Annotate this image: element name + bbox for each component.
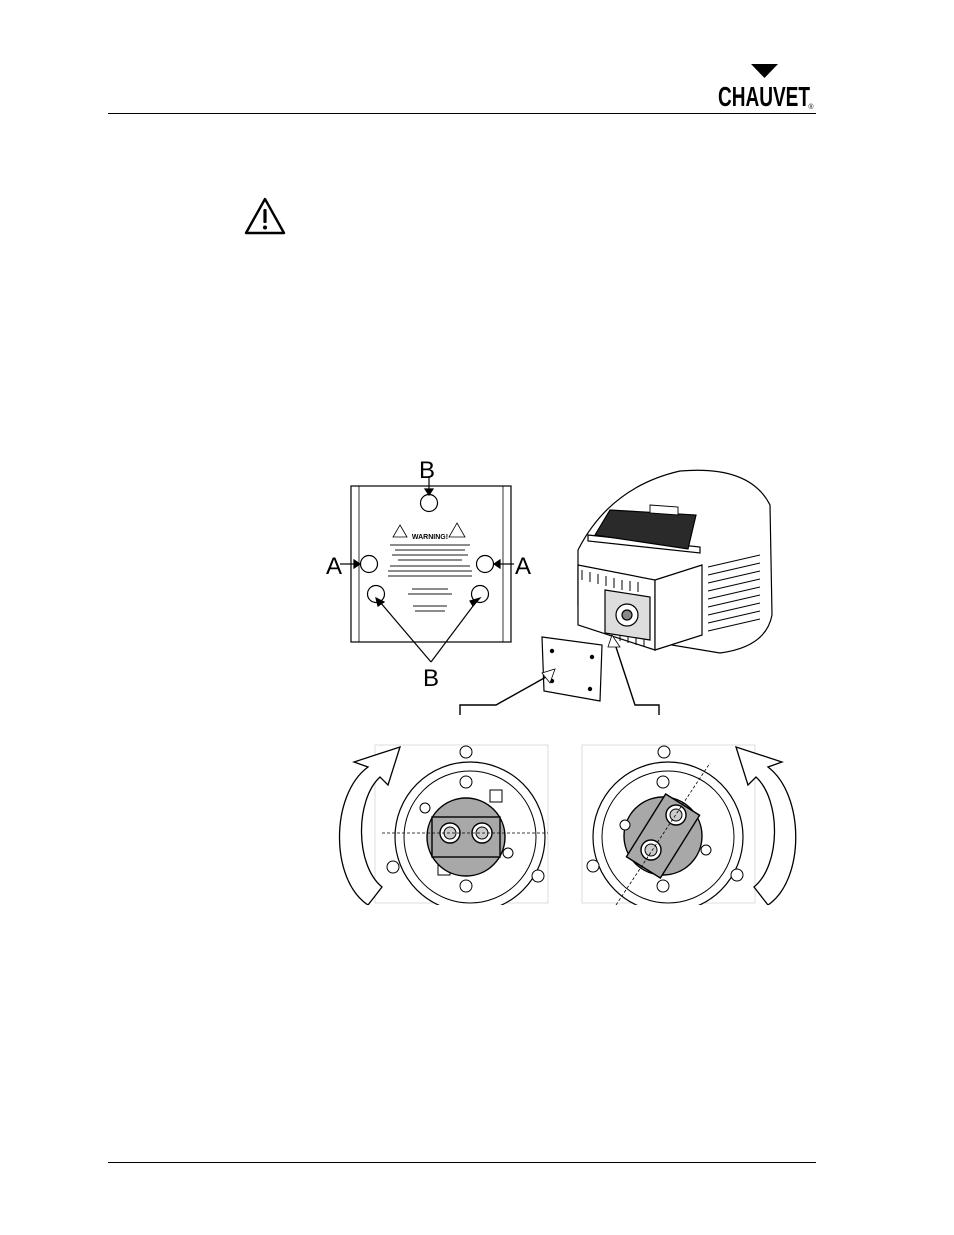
- screw-b-top: [421, 495, 438, 512]
- back-plate-diagram: WARNING!: [351, 486, 511, 642]
- logo-chevron-icon: [751, 64, 778, 78]
- callout-b-bottom: B: [423, 667, 439, 691]
- lamp-detail-horizontal: [375, 745, 548, 905]
- lamp-adjustment-figure: WARNING!: [320, 455, 810, 905]
- callout-b-top: B: [419, 459, 435, 483]
- header-rule: [108, 113, 816, 114]
- brand-logo-text: CHAUVET: [718, 81, 810, 112]
- fixture-body: [542, 470, 772, 701]
- removed-back-plate: [542, 637, 602, 701]
- plate-warning-title: WARNING!: [412, 534, 448, 541]
- callout-a-left: A: [326, 555, 342, 579]
- rotate-clockwise-arrow-icon: [340, 747, 401, 905]
- screw-a-right: [477, 556, 494, 573]
- screw-a-left: [361, 556, 378, 573]
- caution-icon: [243, 196, 287, 236]
- callout-a-right: A: [515, 555, 531, 579]
- chauvet-logo: CHAUVET ®: [712, 64, 816, 112]
- lamp-detail-rotated: [582, 745, 755, 905]
- rotate-counterclockwise-arrow-icon: [736, 747, 796, 905]
- footer-rule: [108, 1162, 816, 1163]
- registered-mark: ®: [808, 103, 814, 111]
